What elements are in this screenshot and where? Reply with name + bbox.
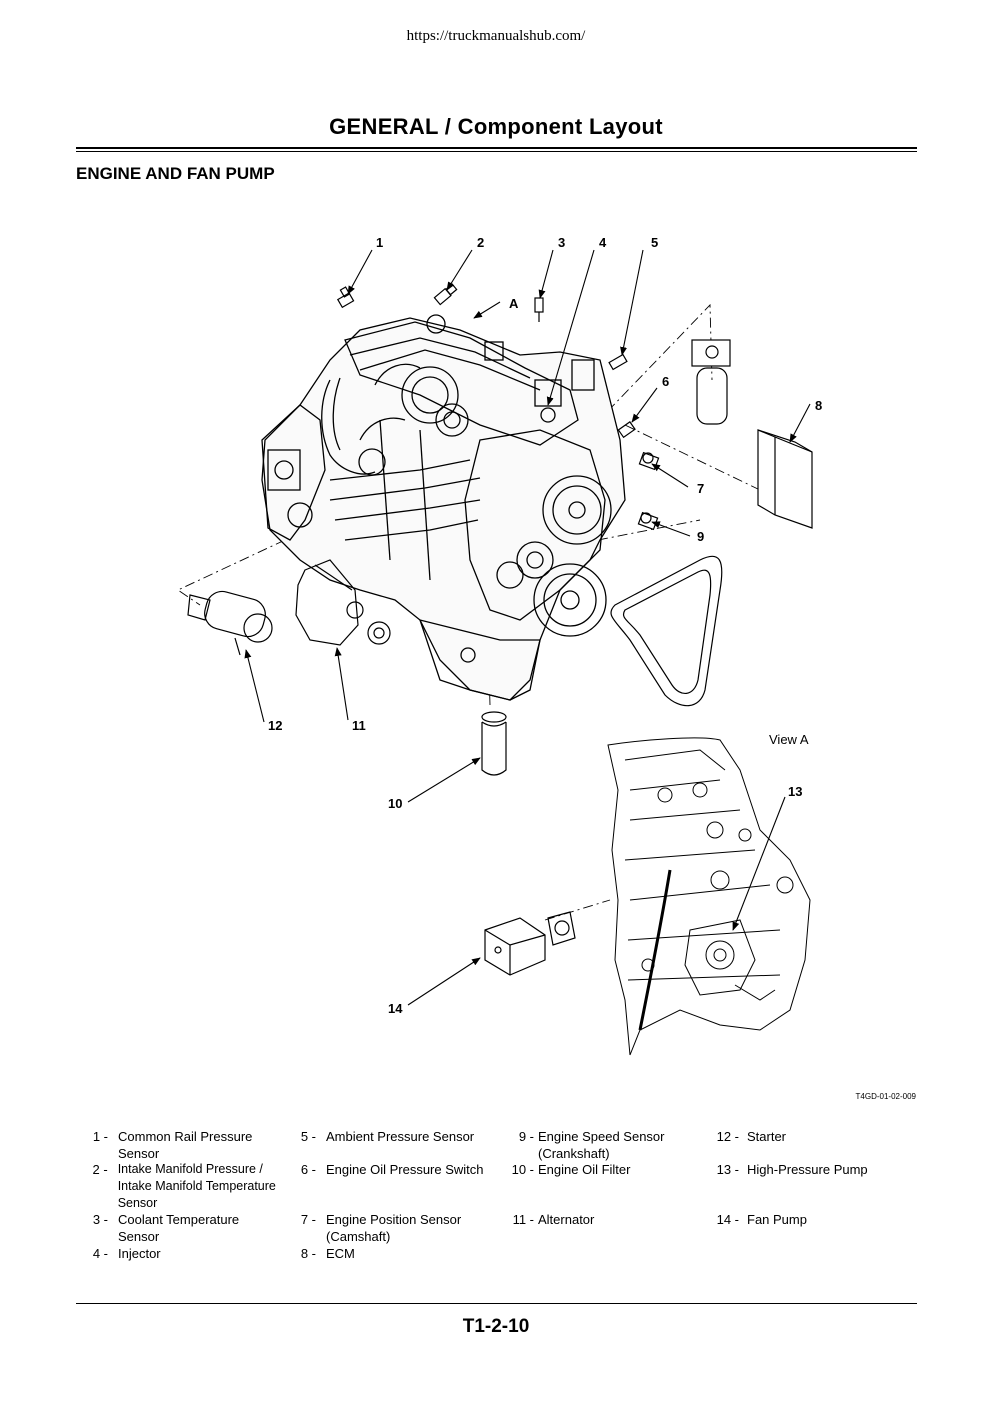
callout-6: 6: [662, 374, 670, 389]
callout-13: 13: [788, 784, 803, 799]
callout-7: 7: [697, 481, 705, 496]
starter-part: [187, 590, 273, 656]
title-rule-thin: [76, 151, 917, 152]
legend-item: 7 -Engine Position Sensor (Camshaft): [300, 1212, 462, 1244]
callout-14: 14: [388, 1001, 403, 1016]
legend-item: 10 -Engine Oil Filter: [511, 1162, 631, 1177]
ambient-pressure-sensor-part: [608, 353, 628, 371]
engine-oil-filter-part: [481, 711, 507, 776]
callout-12: 12: [268, 718, 283, 733]
legend-item: 5 -Ambient Pressure Sensor: [300, 1129, 475, 1144]
legend-item: 9 -Engine Speed Sensor (Crankshaft): [518, 1129, 665, 1161]
callout-4: 4: [599, 235, 607, 250]
callout-8: 8: [815, 398, 823, 413]
footer-rule: [76, 1303, 917, 1304]
view-a-illustration: [607, 737, 811, 1056]
section-title: ENGINE AND FAN PUMP: [76, 164, 275, 183]
legend-item: 3 -Coolant Temperature Sensor: [92, 1212, 240, 1244]
legend-item: 2 -Intake Manifold Pressure / Intake Man…: [92, 1162, 276, 1210]
legend-item: 6 -Engine Oil Pressure Switch: [300, 1162, 484, 1177]
callout-3: 3: [558, 235, 566, 250]
legend-item: 8 -ECM: [300, 1246, 355, 1261]
ecm-part: [757, 429, 813, 529]
oil-pressure-switch-part: [617, 421, 636, 439]
source-url: https://truckmanualshub.com/: [406, 28, 586, 44]
view-a-label: View A: [769, 732, 809, 747]
engine-block: [261, 314, 626, 701]
legend-item: 1 -Common Rail Pressure Sensor: [92, 1129, 253, 1161]
callout-5: 5: [651, 235, 659, 250]
legend-item: 13 -High-Pressure Pump: [716, 1162, 868, 1177]
fan-pump-part: [484, 911, 576, 976]
callout-view-a-arrow: A: [509, 296, 519, 311]
fuel-filter-part: [691, 339, 731, 425]
leader-lines: [244, 249, 811, 1006]
common-rail-pressure-sensor-part: [336, 286, 355, 309]
coolant-temperature-sensor-part: [534, 297, 544, 313]
legend-item: 11 -Alternator: [512, 1212, 595, 1227]
page-title: GENERAL / Component Layout: [329, 114, 663, 139]
engine-speed-sensor-part: [637, 511, 659, 531]
title-rule: [76, 147, 917, 149]
intake-manifold-sensor-part: [433, 283, 458, 306]
legend-item: 14 -Fan Pump: [716, 1212, 807, 1227]
figure-id: T4GD-01-02-009: [855, 1092, 916, 1101]
page-number: T1-2-10: [462, 1316, 530, 1337]
callout-11: 11: [352, 718, 366, 733]
legend-item: 4 -Injector: [92, 1246, 161, 1261]
callout-9: 9: [697, 529, 705, 544]
legend-item: 12 -Starter: [716, 1129, 787, 1144]
fan-belt-part: [610, 555, 723, 707]
callout-2: 2: [477, 235, 485, 250]
callout-1: 1: [376, 235, 384, 250]
callout-10: 10: [388, 796, 403, 811]
alternator-part: [295, 559, 391, 646]
